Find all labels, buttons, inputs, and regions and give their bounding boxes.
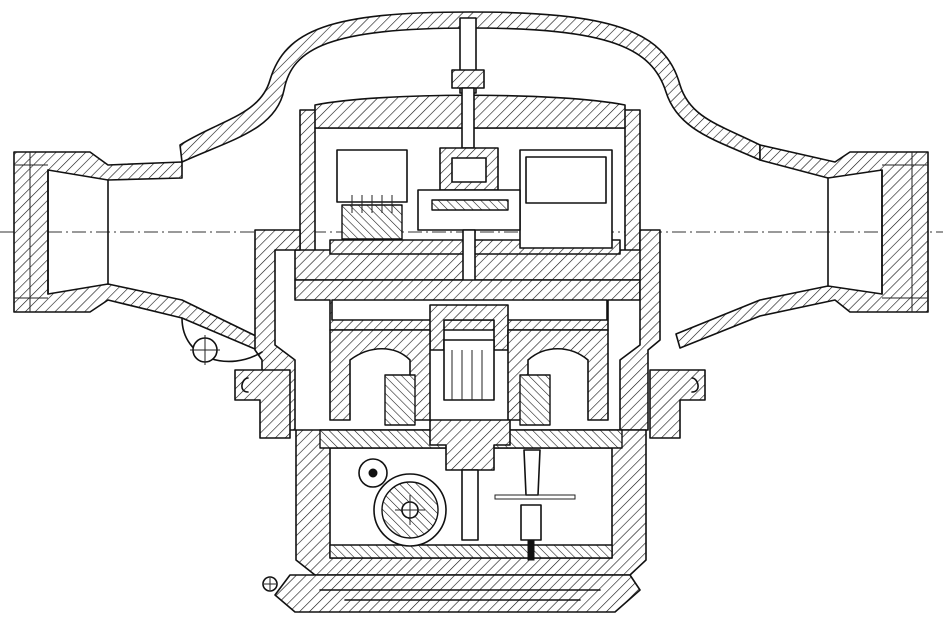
spindle-lower	[461, 87, 475, 149]
spindle-collar	[451, 69, 485, 89]
center-coupling-shaft	[461, 469, 479, 541]
left-inlet-thread	[14, 152, 48, 312]
right-flange-clamp	[649, 369, 706, 439]
bottom-cover	[274, 574, 641, 613]
left-inlet-bore	[47, 169, 109, 295]
gearbox-bottom-rail	[329, 544, 613, 559]
right-outlet-pipe	[675, 144, 929, 349]
center-gear-coupling	[429, 419, 511, 471]
lower-coupling-teeth	[451, 350, 483, 400]
left-inlet-pipe	[13, 151, 263, 353]
left-flange-ring	[241, 377, 249, 393]
impeller-shaft-upper	[523, 449, 541, 496]
right-flow-chamber	[507, 329, 609, 421]
left-lug-crosshair	[190, 335, 220, 365]
impeller-pin	[527, 539, 535, 561]
impeller-shaft-lower	[520, 504, 542, 541]
impeller-crossbar	[494, 494, 576, 500]
right-outlet-bore	[827, 169, 883, 295]
right-outlet-thread	[882, 152, 928, 312]
magnet-cup-upper	[439, 147, 499, 191]
lower-magnet-coupling	[429, 304, 509, 351]
left-dial-wheel-box	[336, 149, 408, 203]
right-body-wall	[619, 229, 661, 431]
left-flow-insert	[384, 374, 416, 426]
right-flange-ring	[691, 377, 699, 393]
left-flange-clamp	[234, 369, 291, 439]
right-dial-window	[525, 156, 607, 204]
left-dial-wheel-teeth	[351, 195, 393, 213]
main-drive-gear-axis	[395, 495, 425, 525]
right-flow-insert	[519, 374, 551, 426]
drain-plug-cross	[264, 578, 276, 590]
small-pinion-hub	[368, 468, 378, 478]
bottom-cover-inner-line	[319, 589, 601, 601]
central-gear-plate	[431, 199, 509, 211]
